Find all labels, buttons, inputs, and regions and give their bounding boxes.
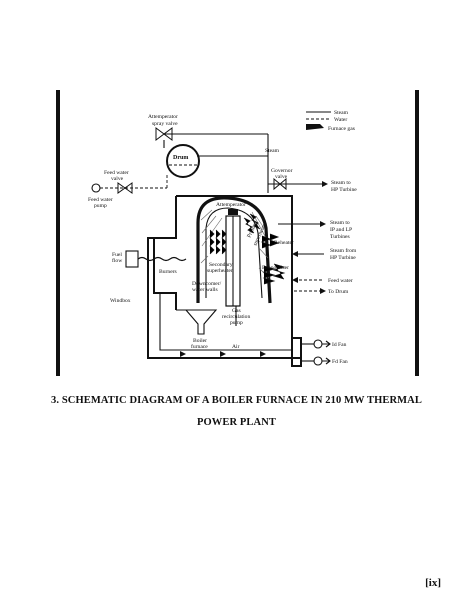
to-drum-arrow: [320, 288, 326, 294]
governor-valve-label-1: Governor: [271, 168, 293, 174]
steam-to-ip-lp-label-2: IP and LP: [330, 227, 352, 233]
right-border-bar: [415, 90, 419, 376]
primary-superheater-coils: [243, 213, 261, 234]
air-arrow-1: [180, 351, 186, 357]
caption-line-2: POWER PLANT: [197, 417, 276, 428]
figure-caption: 3. SCHEMATIC DIAGRAM OF A BOILER FURNACE…: [20, 390, 453, 434]
drum-label: Drum: [173, 155, 188, 161]
steam-to-ip-lp-label-1: Steam to: [330, 220, 350, 226]
downcomer-label-1: Downcomer/: [192, 281, 222, 287]
steam-to-hp-label-1: Steam to: [331, 180, 351, 186]
gas-recirc-label-2: recirculation: [222, 314, 250, 320]
steam-from-hp-label-1: Steam from: [330, 247, 357, 254]
steam-to-hp-label-2: HP Turbine: [331, 187, 357, 193]
feed-water-pump-label-1: Feed water: [88, 197, 113, 203]
drum-icon: [166, 144, 200, 178]
page-number: [ix]: [425, 577, 441, 589]
feed-water-label: Feed water: [328, 278, 353, 284]
steam-label: Steam: [265, 148, 280, 154]
furnace-arch-inner: [205, 207, 263, 299]
secondary-superheater-label-1: Secondary: [209, 262, 233, 268]
left-border-bar: [56, 90, 60, 376]
id-fan-icon: [313, 339, 323, 349]
steam-from-hp-arrow: [292, 251, 298, 257]
steam-from-hp-label-2: HP Turbine: [330, 255, 356, 261]
feed-water-in-arrow: [292, 277, 298, 283]
to-drum-label: To Drum: [328, 289, 349, 295]
boiler-casing-right: [176, 195, 293, 338]
windbox-label: Windbox: [110, 298, 131, 304]
air-duct-outer: [147, 237, 301, 359]
steam-to-ip-lp-arrow: [320, 221, 326, 227]
gas-recirc-label-1: Gas: [232, 308, 241, 314]
legend-furnace-gas-arrow: [306, 124, 324, 130]
legend-water-label: Water: [334, 117, 347, 123]
attemperator-block: [228, 209, 238, 215]
flue-stack: [291, 337, 302, 367]
governor-valve-label-2: valve: [275, 174, 288, 180]
steam-to-ip-lp-label-3: Turbines: [330, 234, 350, 240]
attemperator-spray-valve-label-2: spray valve: [152, 121, 178, 127]
fd-fan-arrow: [322, 357, 331, 365]
gas-recirc-label-3: pump: [230, 320, 243, 326]
economizer-label: Economizer: [262, 265, 289, 271]
downcomer-label-2: water walls: [192, 287, 218, 293]
reheater-label: Reheater: [274, 240, 294, 246]
id-fan-arrow: [322, 340, 331, 348]
furnace-arch-outer: [196, 196, 272, 304]
feed-water-valve-label-1: Feed water: [104, 170, 129, 176]
air-arrow-2: [220, 351, 226, 357]
economizer-coils: [262, 263, 286, 285]
boiler-schematic-figure: Steam Water Furnace gas Attemperator spr…: [56, 88, 420, 380]
feed-water-pump-icon: [91, 183, 101, 193]
feed-water-pump-label-2: pump: [94, 203, 107, 209]
feed-water-valve-label-2: valve: [111, 176, 124, 182]
ash-hopper: [184, 309, 218, 335]
secondary-superheater-label-2: superheater: [207, 268, 233, 274]
legend: Steam Water Furnace gas: [306, 110, 355, 132]
legend-furnace-gas-label: Furnace gas: [328, 126, 355, 132]
steam-to-hp-arrow: [322, 181, 328, 187]
attemperator-label: Attemperator: [216, 202, 246, 208]
fd-fan-label: Fd Fan: [332, 359, 348, 365]
fuel-inlet-box: [125, 250, 139, 268]
burners-label: Burners: [159, 269, 177, 275]
boiler-schematic-svg: Steam Water Furnace gas Attemperator spr…: [56, 90, 419, 376]
boiler-furnace-label-1: Boiler: [193, 338, 207, 344]
id-fan-label: Id Fan: [332, 342, 347, 348]
burner-flow-line: [137, 256, 187, 262]
attemperator-spray-valve-label-1: Attemperator: [148, 114, 178, 120]
reheater-coils: [260, 233, 280, 249]
legend-steam-label: Steam: [334, 110, 349, 116]
secondary-superheater-coils: [209, 229, 227, 255]
air-duct-inner: [159, 293, 292, 351]
fuel-flow-label-1: Fuel: [112, 252, 122, 258]
caption-line-1: 3. SCHEMATIC DIAGRAM OF A BOILER FURNACE…: [51, 395, 422, 406]
air-arrow-3: [260, 351, 266, 357]
fuel-flow-label-2: flow: [112, 257, 123, 264]
boiler-furnace-label-2: furnace: [191, 343, 208, 350]
air-label: Air: [232, 344, 240, 350]
boiler-casing-left: [153, 196, 177, 310]
fd-fan-icon: [313, 356, 323, 366]
